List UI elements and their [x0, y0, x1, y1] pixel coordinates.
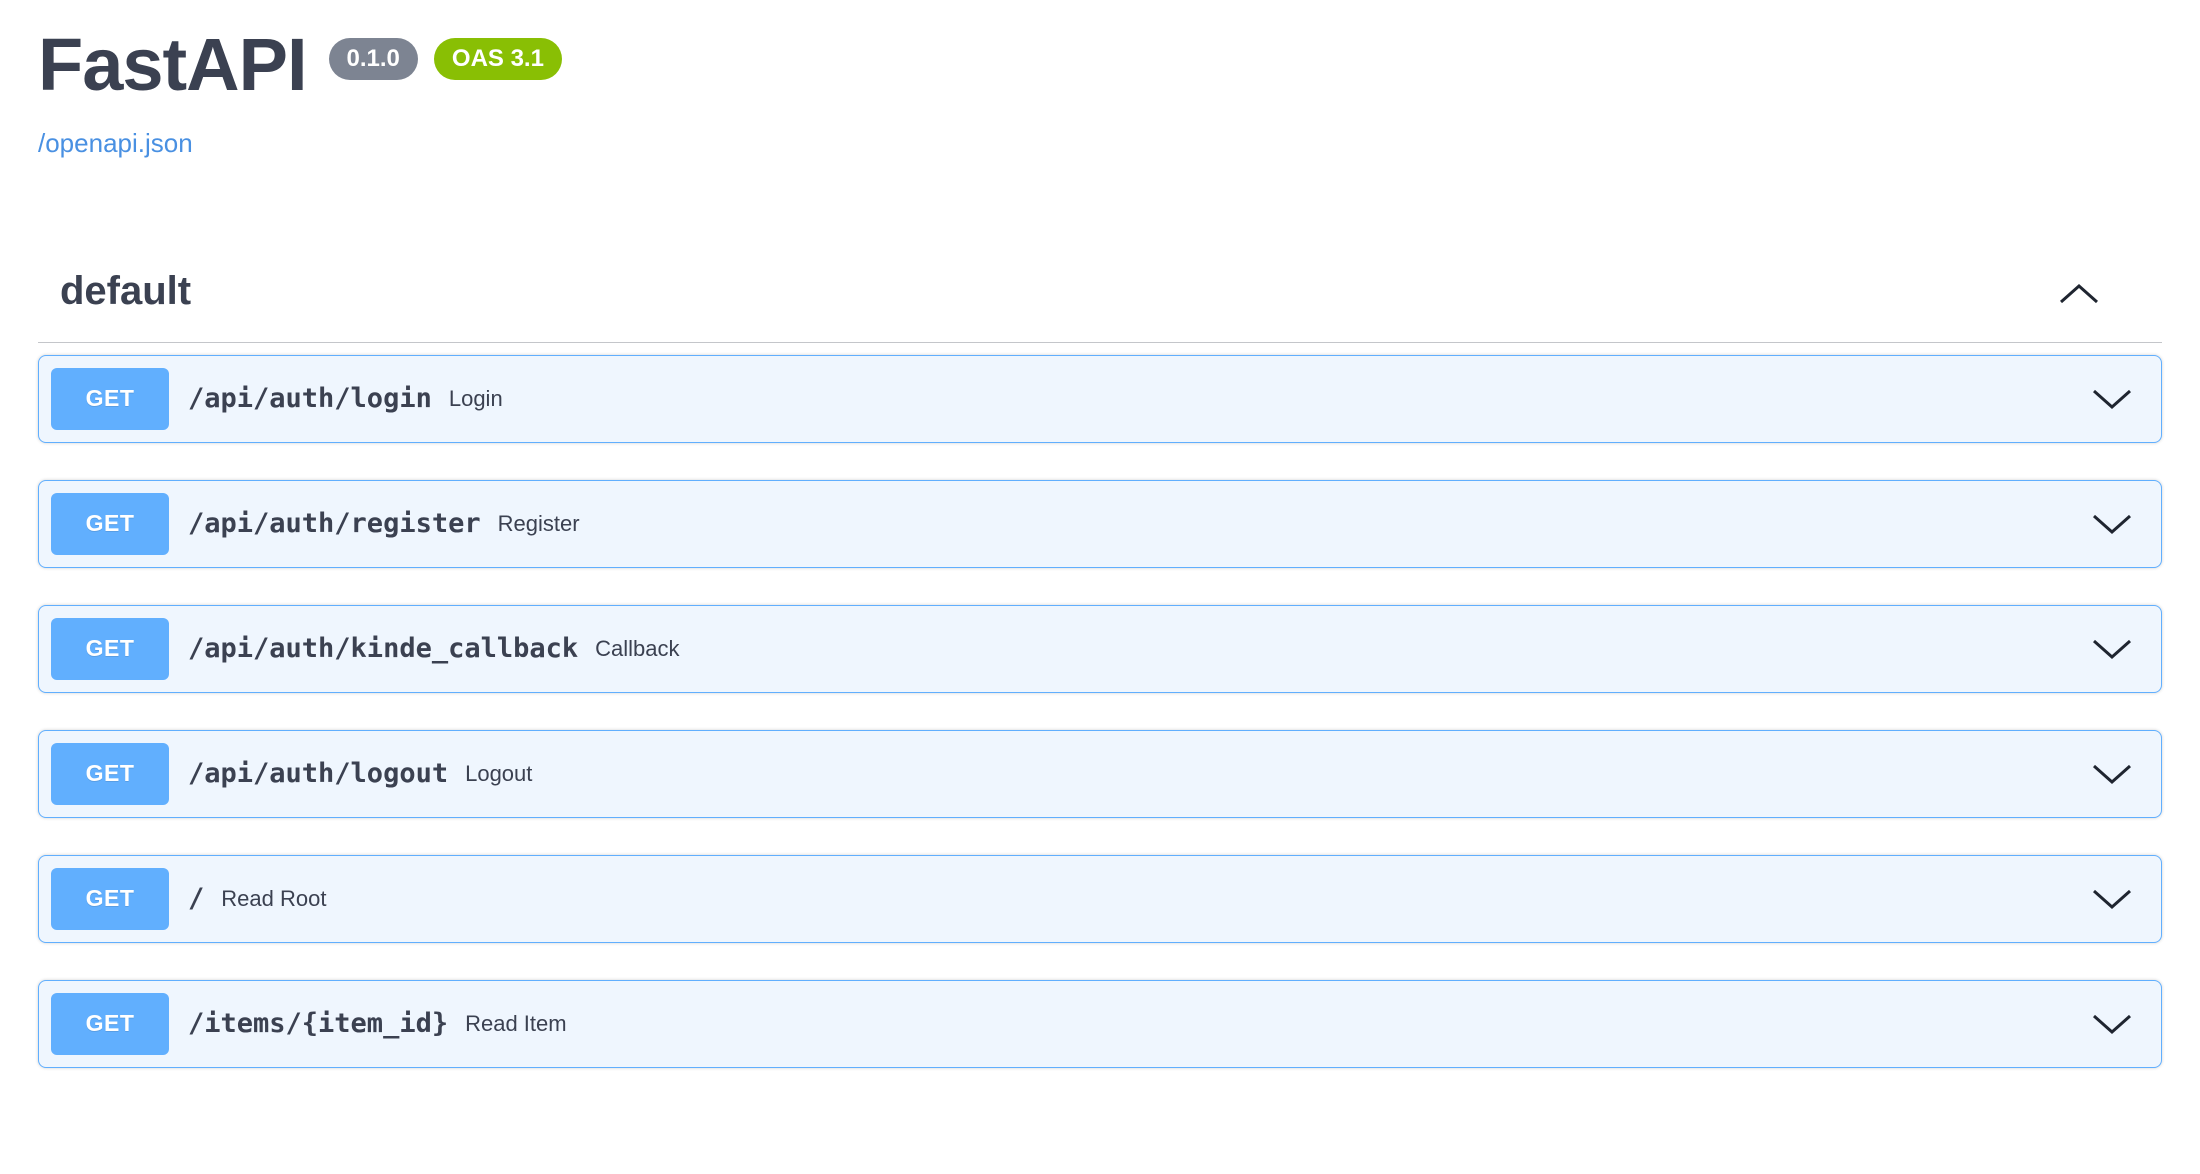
endpoint-row[interactable]: GET /api/auth/login Login	[38, 354, 2162, 443]
endpoint-row[interactable]: GET /api/auth/register Register	[38, 479, 2162, 568]
chevron-down-icon	[2093, 1014, 2131, 1034]
endpoint-list: GET /api/auth/login Login GET /api/auth/…	[38, 343, 2162, 1068]
expand-endpoint-button[interactable]	[2091, 887, 2133, 911]
collapse-section-button[interactable]	[2058, 282, 2100, 306]
method-badge: GET	[51, 492, 169, 555]
endpoint-path: /	[188, 883, 205, 915]
page: FastAPI 0.1.0 OAS 3.1 /openapi.json defa…	[38, 26, 2162, 1068]
endpoint-summary[interactable]: GET / Read Root	[39, 856, 2161, 942]
section-default: default GET /api/auth/login Login GET /a…	[38, 269, 2162, 1068]
endpoint-summary[interactable]: GET /api/auth/logout Logout	[39, 731, 2161, 817]
openapi-json-link[interactable]: /openapi.json	[38, 127, 193, 158]
section-title: default	[60, 268, 192, 313]
endpoint-path: /api/auth/logout	[188, 758, 449, 790]
chevron-down-icon	[2093, 389, 2131, 409]
expand-endpoint-button[interactable]	[2091, 1012, 2133, 1036]
endpoint-description: Read Item	[465, 1010, 567, 1036]
expand-endpoint-button[interactable]	[2091, 762, 2133, 786]
api-title: FastAPI	[38, 23, 308, 106]
endpoint-summary[interactable]: GET /api/auth/register Register	[39, 481, 2161, 567]
method-badge: GET	[51, 367, 169, 430]
endpoint-path: /api/auth/register	[188, 508, 481, 540]
method-badge: GET	[51, 617, 169, 680]
endpoint-path: /items/{item_id}	[188, 1008, 449, 1040]
method-badge: GET	[51, 742, 169, 805]
expand-endpoint-button[interactable]	[2091, 637, 2133, 661]
endpoint-row[interactable]: GET /api/auth/kinde_callback Callback	[38, 604, 2162, 693]
endpoint-summary[interactable]: GET /api/auth/kinde_callback Callback	[39, 606, 2161, 692]
version-badge: 0.1.0	[328, 38, 418, 80]
chevron-down-icon	[2093, 639, 2131, 659]
endpoint-path: /api/auth/login	[188, 383, 432, 415]
endpoint-description: Logout	[465, 760, 533, 786]
endpoint-path: /api/auth/kinde_callback	[188, 633, 579, 665]
endpoint-row[interactable]: GET /api/auth/logout Logout	[38, 729, 2162, 818]
endpoint-description: Read Root	[221, 885, 327, 911]
chevron-down-icon	[2093, 889, 2131, 909]
method-badge: GET	[51, 992, 169, 1055]
endpoint-summary[interactable]: GET /items/{item_id} Read Item	[39, 981, 2161, 1067]
endpoint-row[interactable]: GET / Read Root	[38, 854, 2162, 943]
chevron-up-icon	[2060, 284, 2098, 304]
api-badges: 0.1.0 OAS 3.1	[328, 38, 562, 80]
chevron-down-icon	[2093, 764, 2131, 784]
expand-endpoint-button[interactable]	[2091, 512, 2133, 536]
endpoint-summary[interactable]: GET /api/auth/login Login	[39, 356, 2161, 442]
chevron-down-icon	[2093, 514, 2131, 534]
endpoint-description: Register	[497, 510, 580, 536]
api-title-row: FastAPI 0.1.0 OAS 3.1	[38, 26, 2162, 104]
oas-badge: OAS 3.1	[433, 38, 562, 80]
api-info: FastAPI 0.1.0 OAS 3.1 /openapi.json	[38, 26, 2162, 159]
expand-endpoint-button[interactable]	[2091, 387, 2133, 411]
endpoint-row[interactable]: GET /items/{item_id} Read Item	[38, 979, 2162, 1068]
endpoint-description: Callback	[595, 635, 680, 661]
method-badge: GET	[51, 867, 169, 930]
endpoint-description: Login	[448, 385, 503, 411]
section-header[interactable]: default	[38, 269, 2162, 343]
